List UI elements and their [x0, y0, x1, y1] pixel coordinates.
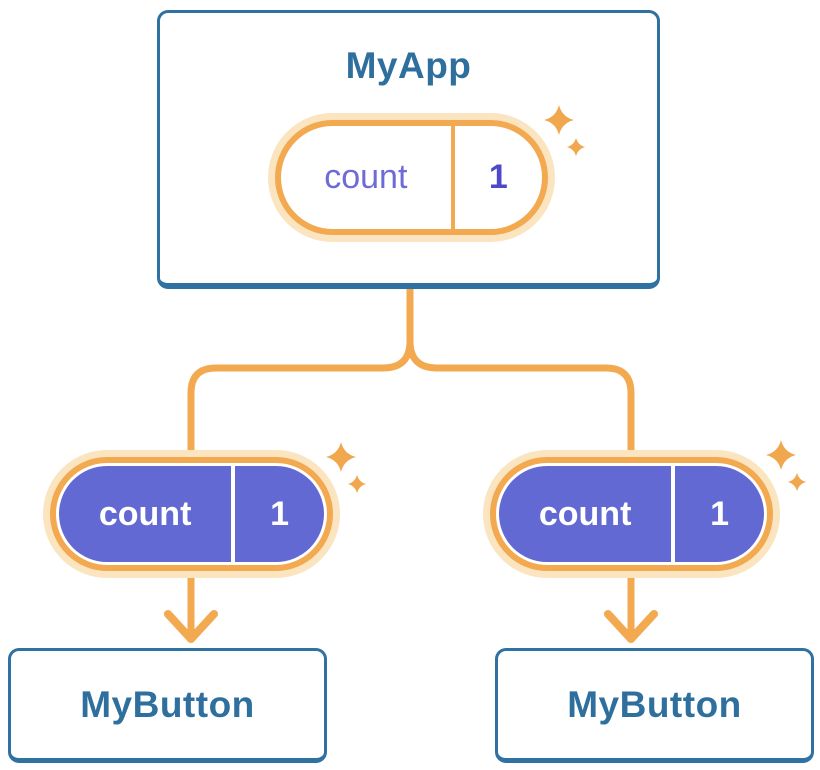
state-pill-value: 1	[450, 126, 542, 229]
component-card-mybutton-left: MyButton	[8, 648, 327, 763]
prop-pill-value: 1	[235, 466, 324, 562]
branch-right-line	[406, 282, 635, 462]
sparkle-icon	[787, 472, 807, 492]
state-pill-name: count	[324, 158, 408, 196]
prop-pill-name: count	[59, 466, 232, 562]
component-card-mybutton-right: MyButton	[495, 648, 814, 763]
sparkle-icon	[326, 442, 356, 472]
prop-pill-count-left: count 1	[50, 457, 333, 571]
arrow-left-head	[164, 610, 218, 643]
component-title: MyButton	[567, 683, 742, 725]
prop-pill-count-right: count 1	[490, 457, 773, 571]
state-pill-count: count 1	[275, 120, 548, 235]
arrow-right-head	[604, 610, 658, 643]
branch-left-line	[187, 282, 414, 462]
component-title: MyButton	[80, 683, 255, 725]
sparkle-icon	[347, 474, 367, 494]
prop-pill-name: count	[499, 466, 672, 562]
component-title: MyApp	[345, 45, 472, 86]
sparkle-icon	[766, 440, 796, 470]
prop-pill-value: 1	[675, 466, 764, 562]
